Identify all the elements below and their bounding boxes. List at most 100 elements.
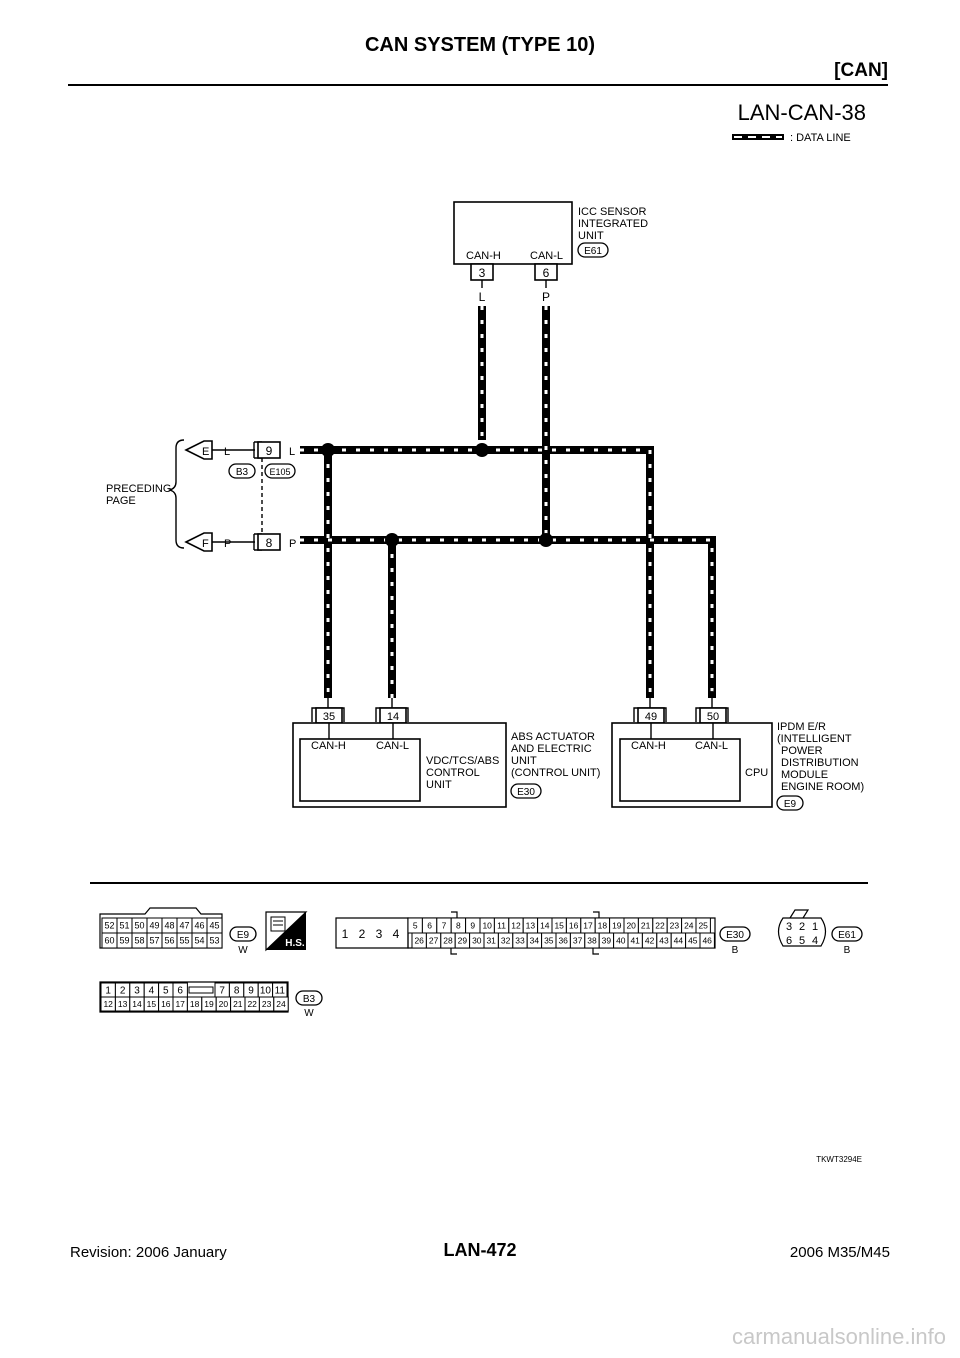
preceding-label-1: PRECEDING [106, 483, 171, 495]
connector-outline [99, 981, 289, 1013]
icc-label-2: INTEGRATED [578, 218, 648, 230]
hs-label: H.S. [285, 938, 305, 949]
b3-pin-22: 22 [247, 999, 257, 1009]
e9-pin-55: 55 [179, 936, 189, 946]
e30-pin-36: 36 [558, 936, 568, 946]
icc-label-3: UNIT [578, 230, 604, 242]
e9-pin-48: 48 [164, 921, 174, 931]
ipdm-label-3: POWER [781, 745, 823, 757]
e9-pin-52: 52 [104, 921, 114, 931]
icc-sensor-unit: CAN-H CAN-L 3 6 L P ICC SENSOR INTEGRATE… [453, 201, 648, 304]
e61-pin-6: 6 [786, 935, 792, 947]
b3-pin-1: 1 [105, 986, 111, 997]
icc-connector: E61 [584, 246, 602, 257]
e30-pin-3: 3 [376, 927, 383, 941]
icc-pin-h: 3 [479, 266, 486, 280]
abs-inner-3: UNIT [426, 779, 452, 791]
b3-pin-19: 19 [204, 999, 214, 1009]
e30-pin-46-cell [699, 932, 715, 949]
ipdm-wire-h: L [647, 684, 654, 698]
e61-color: B [844, 945, 851, 956]
e9-pin-46: 46 [194, 921, 204, 931]
e30-pin-23: 23 [670, 921, 680, 931]
e9-pin-60: 60 [104, 936, 114, 946]
ipdm-label-4: DISTRIBUTION [781, 757, 859, 769]
conn-e105-label: E105 [269, 467, 290, 477]
b3-pin-18: 18 [190, 999, 200, 1009]
b3-color: W [304, 1008, 314, 1019]
e30-pin-33: 33 [515, 936, 525, 946]
e30-pin-30: 30 [472, 936, 482, 946]
e30-pin-38: 38 [587, 936, 597, 946]
icc-pin-l: 6 [543, 266, 550, 280]
e30-pin-16: 16 [569, 921, 579, 931]
figure-id: TKWT3294E [816, 1155, 862, 1164]
e30-pin-1: 1 [342, 927, 349, 941]
e30-pin-7: 7 [442, 921, 447, 931]
connector-outline [450, 911, 600, 955]
e9-pin-45: 45 [209, 921, 219, 931]
e30-pin-4: 4 [393, 927, 400, 941]
revision-date: Revision: 2006 January [70, 1244, 227, 1261]
preceding-wire-p-left: P [224, 538, 231, 550]
ipdm-cpu: CPU [745, 767, 768, 779]
e30-pin-13: 13 [526, 921, 536, 931]
e30-pin-9: 9 [470, 921, 475, 931]
ipdm-pin-h: 49 [645, 711, 657, 723]
e30-pin-5: 5 [413, 921, 418, 931]
e30-pin-8: 8 [456, 921, 461, 931]
e9-pin-54: 54 [194, 936, 204, 946]
ipdm-can-l: CAN-L [695, 740, 728, 752]
e30-pin-27: 27 [429, 936, 439, 946]
e30-pin-10: 10 [482, 921, 492, 931]
e9-pin-51: 51 [119, 921, 129, 931]
preceding-pin-9: 9 [266, 444, 273, 458]
e30-pin-17: 17 [583, 921, 593, 931]
abs-connector: E30 [517, 787, 535, 798]
e9-pin-50: 50 [134, 921, 144, 931]
ipdm-label-1: IPDM E/R [777, 721, 826, 733]
ipdm-label-2: (INTELLIGENT [777, 733, 852, 745]
abs-label-3: UNIT [511, 755, 537, 767]
e30-pin-44: 44 [674, 936, 684, 946]
b3-pin-8: 8 [234, 986, 240, 997]
b3-pin-4: 4 [149, 986, 155, 997]
b3-pin-6: 6 [177, 986, 183, 997]
icc-can-l: CAN-L [530, 250, 563, 262]
e30-pin-28: 28 [443, 936, 453, 946]
b3-pin-13: 13 [118, 999, 128, 1009]
e30-pin-40: 40 [616, 936, 626, 946]
b3-pin-2: 2 [120, 986, 126, 997]
connector-outline [777, 917, 827, 947]
legend-data-line: : DATA LINE [732, 132, 851, 144]
harness-side-icon: H.S. [265, 911, 308, 952]
e9-pin-47: 47 [179, 921, 189, 931]
e30-pin-39: 39 [602, 936, 612, 946]
b3-key-slot [188, 986, 214, 994]
e9-pin-59: 59 [119, 936, 129, 946]
abs-label-4: (CONTROL UNIT) [511, 767, 600, 779]
e61-pin-1: 1 [812, 921, 818, 933]
b3-pin-21: 21 [233, 999, 243, 1009]
e30-pin-42: 42 [645, 936, 655, 946]
arrow-e: E [202, 446, 209, 458]
e30-pin-24: 24 [684, 921, 694, 931]
e30-pin-15: 15 [554, 921, 564, 931]
can-data-lines [300, 306, 716, 698]
e9-pin-49: 49 [149, 921, 159, 931]
abs-inner-2: CONTROL [426, 767, 480, 779]
connector-name-pills: E9 W E30 B E61 B B3 W [229, 926, 863, 1019]
e30-pin-26: 26 [414, 936, 424, 946]
abs-pin-h: 35 [323, 711, 335, 723]
section-label: [CAN] [834, 60, 888, 81]
b3-pin-15: 15 [147, 999, 157, 1009]
arrow-f: F [202, 538, 209, 550]
e30-pin-20: 20 [626, 921, 636, 931]
e30-pin-6: 6 [427, 921, 432, 931]
e30-pin-2: 2 [359, 927, 366, 941]
ipdm-pin-l: 50 [707, 711, 719, 723]
icc-label-1: ICC SENSOR [578, 206, 647, 218]
page-number: LAN-472 [443, 1240, 517, 1260]
